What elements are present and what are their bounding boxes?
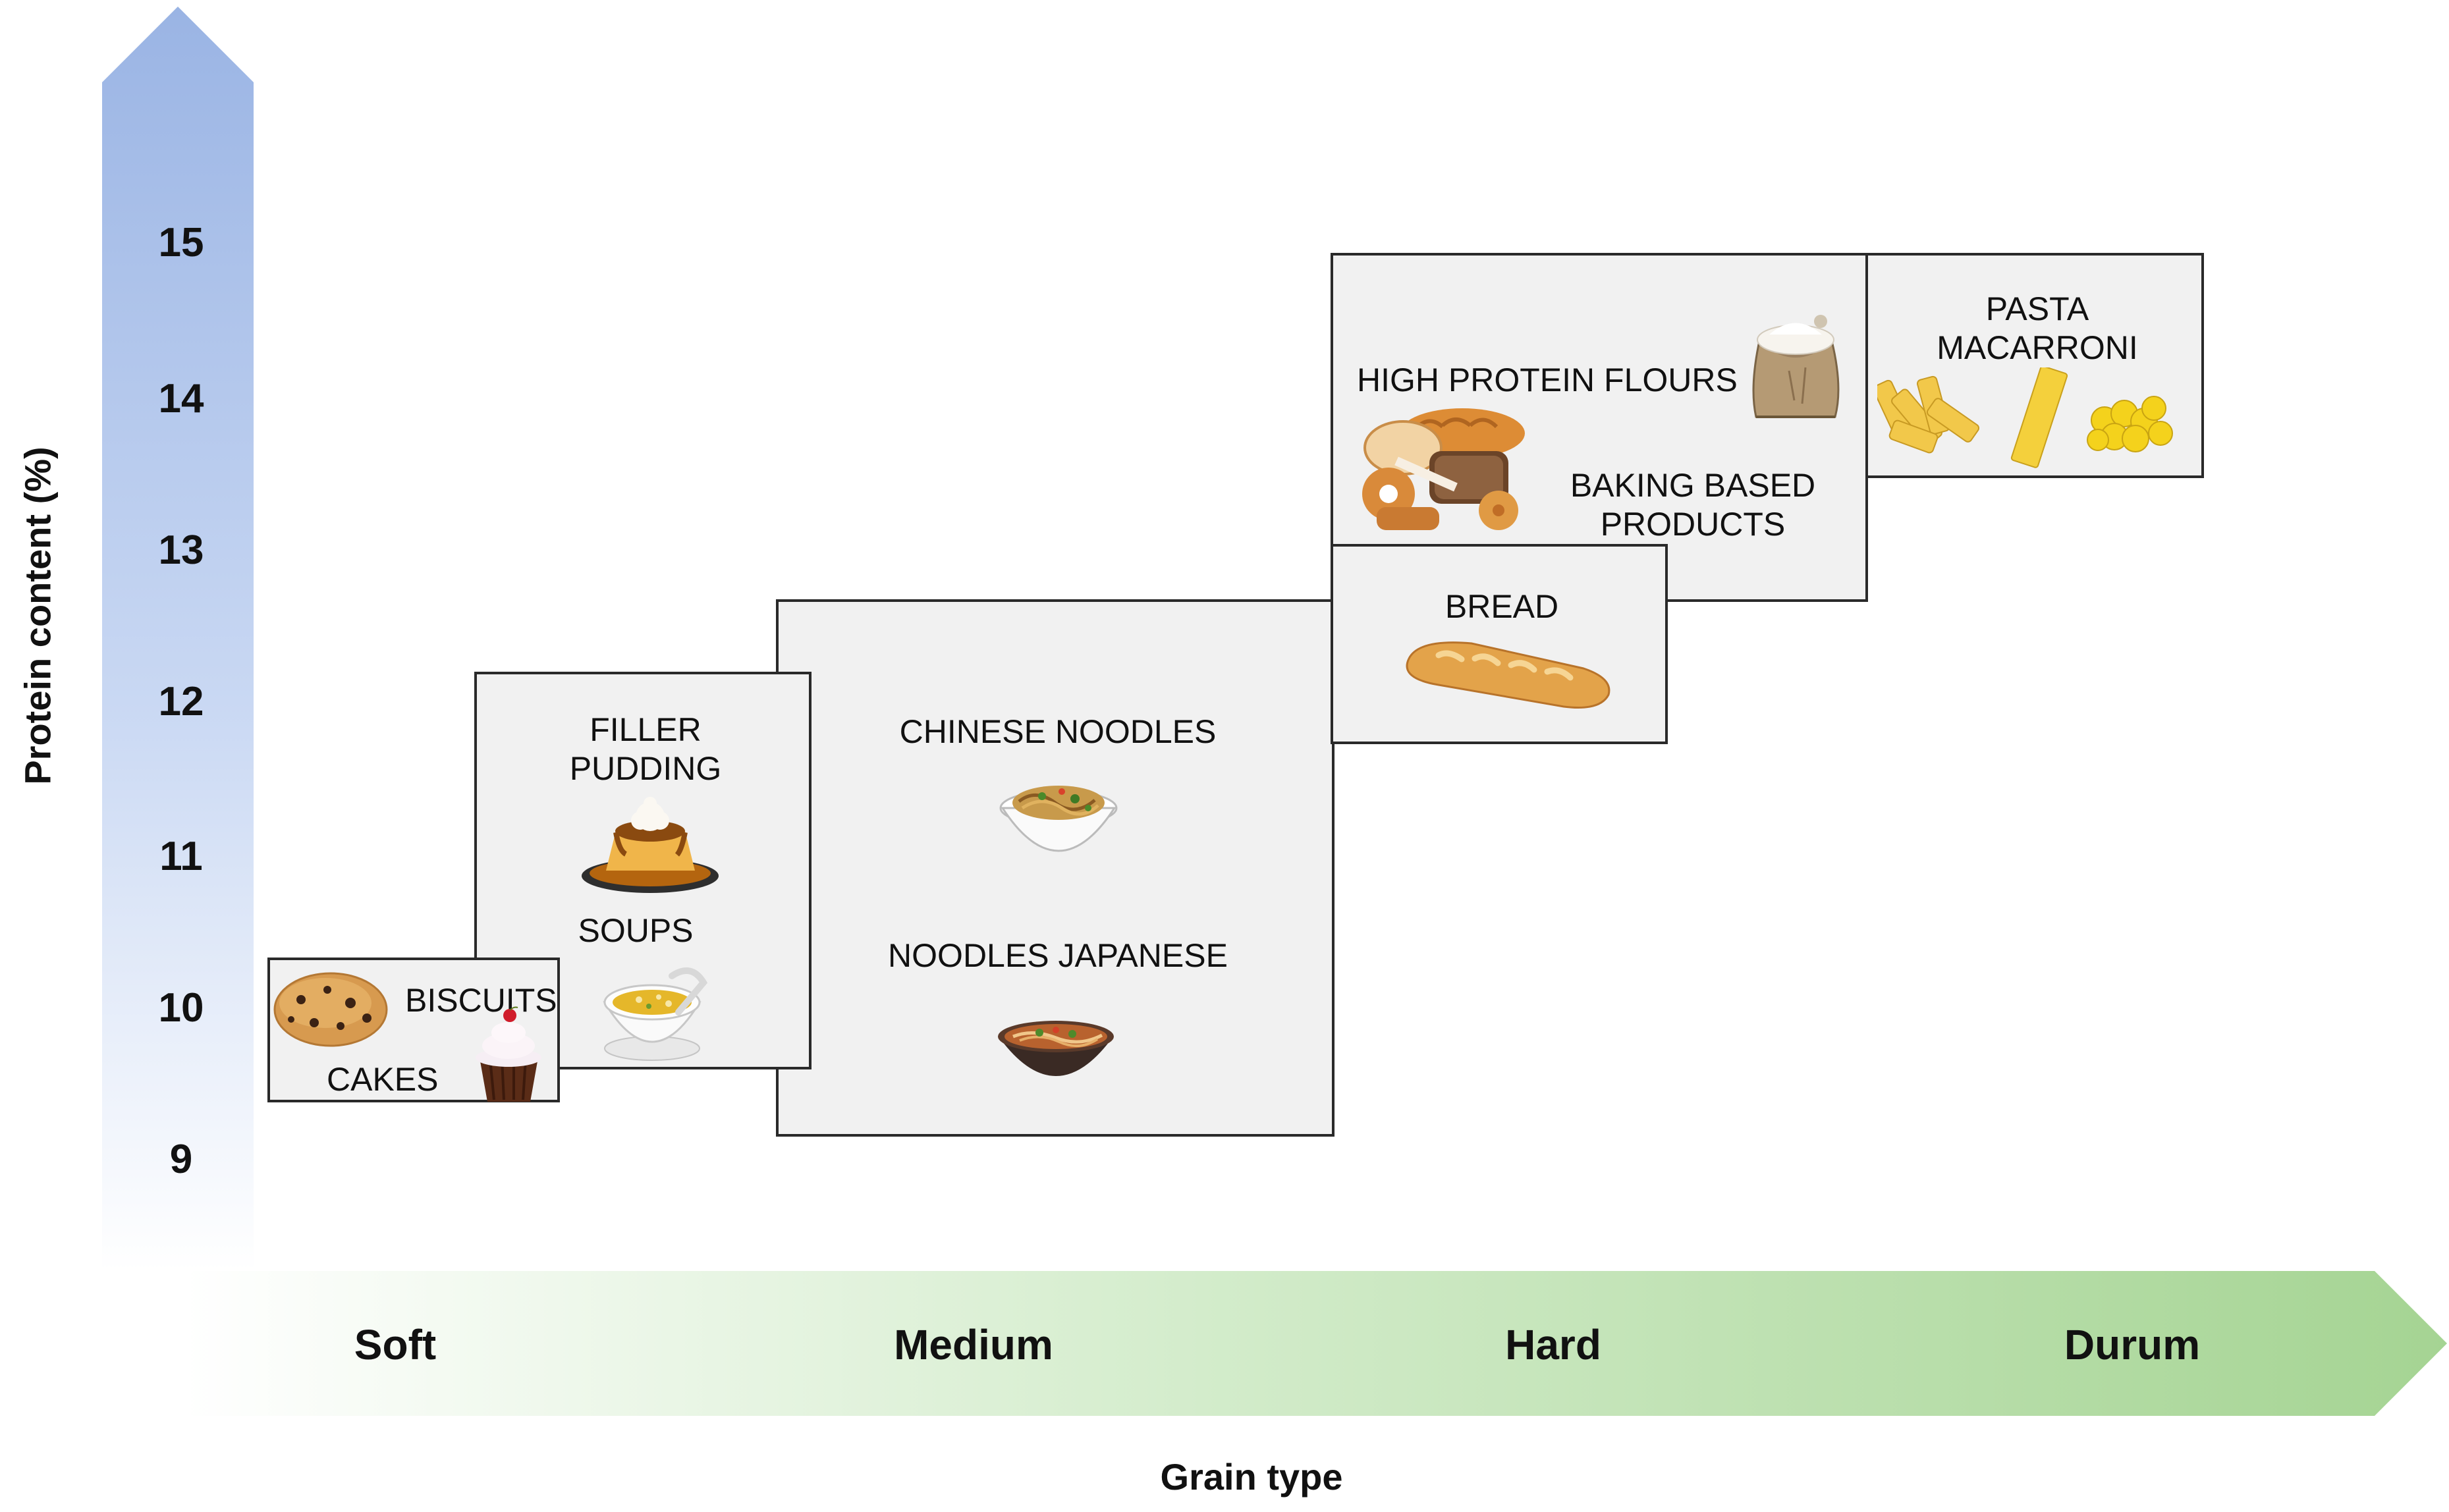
label-pasta-macaroni: PASTA MACARRONI <box>1937 290 2138 366</box>
label-cakes: CAKES <box>327 1061 439 1098</box>
y-tick-13: 13 <box>158 527 204 573</box>
label-japanese-noodles: NOODLES JAPANESE <box>888 937 1228 974</box>
box-medium: CHINESE NOODLES NOODLES JAPANESE <box>776 599 1335 1137</box>
soup-bowl-icon <box>603 967 708 1061</box>
baguette-icon <box>1406 641 1610 709</box>
x-category-medium: Medium <box>894 1321 1053 1368</box>
label-baking-products: BAKING BASED PRODUCTS <box>1570 467 1816 543</box>
y-axis-arrow <box>102 7 254 1271</box>
y-tick-12: 12 <box>158 679 204 724</box>
pudding-icon <box>582 797 719 893</box>
bread-assortment-icon <box>1362 408 1525 530</box>
pasta-icon <box>1877 367 2173 468</box>
label-high-protein-flours: HIGH PROTEIN FLOURS <box>1357 362 1738 398</box>
y-tick-11: 11 <box>159 834 203 879</box>
x-axis-arrow <box>184 1271 2447 1416</box>
cupcake-icon <box>476 1006 541 1102</box>
label-bread: BREAD <box>1445 588 1559 625</box>
x-axis-label: Grain type <box>1160 1456 1343 1498</box>
box-hard: HIGH PROTEIN FLOURS BAKING BASED PRODUCT… <box>1331 253 1868 602</box>
label-biscuits: BISCUITS <box>405 982 557 1019</box>
x-category-hard: Hard <box>1505 1321 1601 1368</box>
box-durum: PASTA MACARRONI <box>1865 253 2204 478</box>
y-tick-14: 14 <box>158 376 204 421</box>
cookie-icon <box>273 972 388 1047</box>
x-category-soft: Soft <box>354 1321 437 1368</box>
label-soups: SOUPS <box>578 912 694 949</box>
noodle-bowl-icon <box>999 786 1118 852</box>
x-category-durum: Durum <box>2064 1321 2201 1368</box>
flour-sack-icon <box>1752 315 1840 418</box>
ramen-bowl-icon <box>998 1021 1114 1076</box>
y-tick-9: 9 <box>169 1137 193 1182</box>
y-tick-15: 15 <box>158 220 204 265</box>
y-axis-label: Protein content (%) <box>16 446 59 785</box>
label-chinese-noodles: CHINESE NOODLES <box>899 713 1217 750</box>
box-bread: BREAD <box>1331 544 1668 744</box>
y-tick-10: 10 <box>158 985 204 1031</box>
label-filler-pudding: FILLER PUDDING <box>569 711 722 787</box>
box-soft: BISCUITS CAKES <box>267 958 560 1102</box>
